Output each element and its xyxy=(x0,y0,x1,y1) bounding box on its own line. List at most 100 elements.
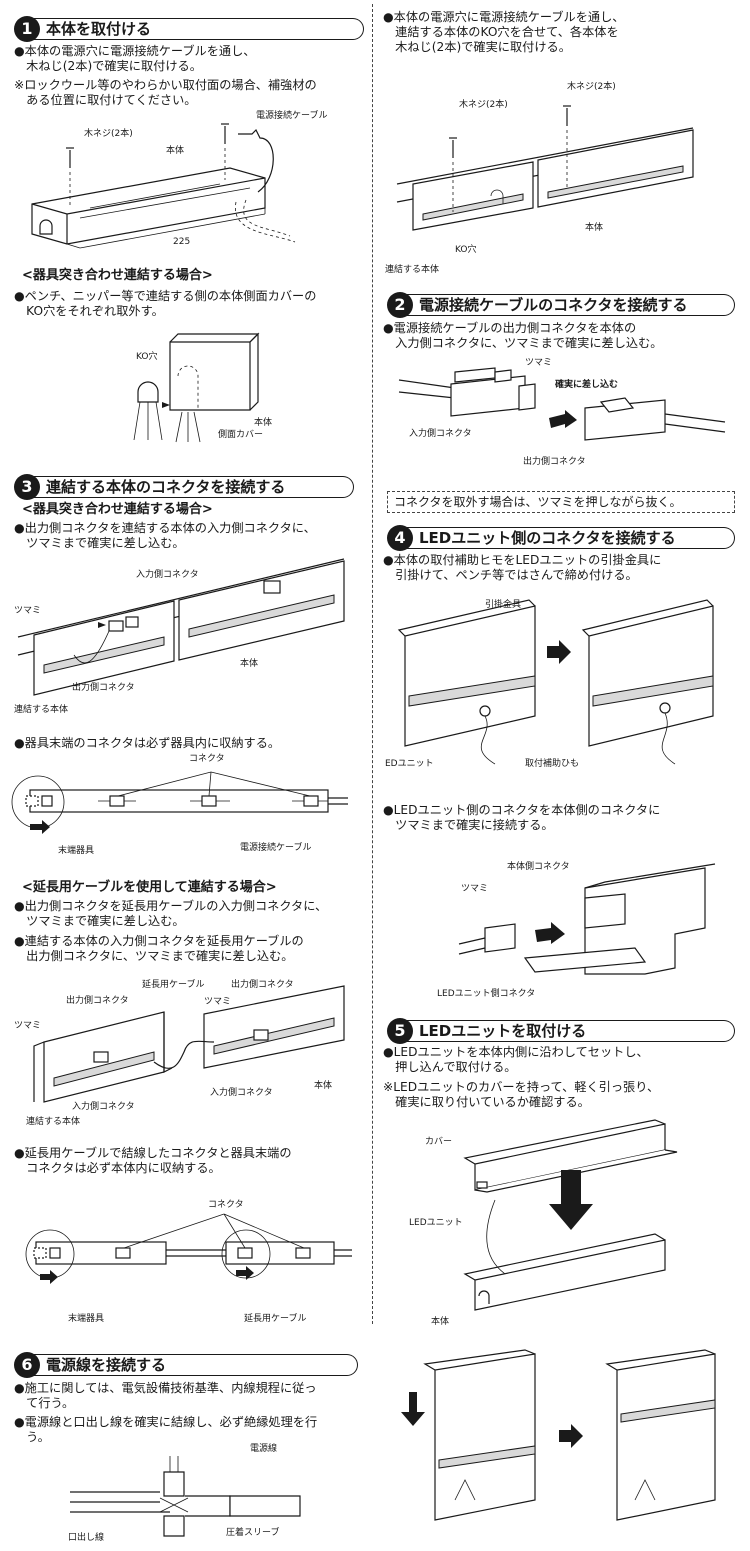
s1-note-1: ※ロックウール等のやわらかい取付面の場合、補強材の ある位置に取付けてください。 xyxy=(14,78,317,107)
section-1-title: 本体を取付ける xyxy=(46,20,152,38)
label-body-6: 本体 xyxy=(431,1317,450,1327)
figure-extension-cable xyxy=(33,985,345,1103)
label-joined-body-3: 連結する本体 xyxy=(385,265,440,275)
section-4-header: 4 LEDユニット側のコネクタを接続する xyxy=(387,525,735,551)
label-joined-body-2: 連結する本体 xyxy=(26,1117,81,1127)
step-number-2: 2 xyxy=(387,292,413,318)
label-input-connector: 入力側コネクタ xyxy=(136,570,199,580)
step-number-3: 3 xyxy=(14,474,40,500)
label-insert-firmly: 確実に差し込む xyxy=(555,380,619,390)
section-6-title: 電源線を接続する xyxy=(46,1356,167,1374)
label-wood-screw: 木ネジ(2本) xyxy=(84,129,133,139)
screw-icon xyxy=(221,123,229,180)
section-5-header: 5 LEDユニットを取付ける xyxy=(387,1018,735,1044)
label-joined-body: 連結する本体 xyxy=(14,705,69,715)
figure-mount-led-unit xyxy=(463,1119,678,1311)
figure-terminal-extension xyxy=(25,1213,352,1284)
label-body-4: 本体 xyxy=(314,1081,333,1091)
label-knob-a: ツマミ xyxy=(14,1021,42,1031)
r1-bullet: ●本体の電源穴に電源接続ケーブルを通し、 連結する本体のKO穴を合せて、各本体を… xyxy=(383,10,625,54)
s3-bullet-2: ●器具末端のコネクタは必ず器具内に収納する。 xyxy=(14,736,281,750)
figure-terminal-connector xyxy=(11,771,348,834)
label-ko-hole: KO穴 xyxy=(136,352,158,362)
s1-subheading: <器具突き合わせ連結する場合> xyxy=(22,268,213,283)
label-led-connector: LEDユニット側コネクタ xyxy=(437,989,536,999)
figure-ko-hole xyxy=(133,332,260,443)
label-cover: カバー xyxy=(425,1137,453,1147)
label-extension-cable: 延長用ケーブル xyxy=(142,980,205,990)
section-3-header: 3 連結する本体のコネクタを接続する xyxy=(14,474,354,500)
screw-icon xyxy=(66,147,74,208)
section-3-title: 連結する本体のコネクタを接続する xyxy=(46,478,286,496)
label-knob-2: ツマミ xyxy=(525,358,553,368)
step-number-6: 6 xyxy=(14,1352,40,1378)
step-number-4: 4 xyxy=(387,525,413,551)
label-connector: コネクタ xyxy=(189,754,225,764)
label-crimp-sleeve: 圧着スリーブ xyxy=(226,1528,280,1538)
s3-bullet-5: ●延長用ケーブルで結線したコネクタと器具末端の コネクタは必ず本体内に収納する。 xyxy=(14,1146,292,1175)
label-extension-cable-2: 延長用ケーブル xyxy=(244,1314,307,1324)
label-body: 本体 xyxy=(166,146,185,156)
section-4-title: LEDユニット側のコネクタを接続する xyxy=(419,529,676,547)
s3-subheading-2: <延長用ケーブルを使用して連結する場合> xyxy=(22,880,277,895)
label-power-cable-2: 電源接続ケーブル xyxy=(240,843,312,853)
s4-bullet-2: ●LEDユニット側のコネクタを本体側のコネクタに ツマミまで確実に接続する。 xyxy=(383,803,661,832)
label-input-connector-b: 入力側コネクタ xyxy=(210,1088,273,1098)
note-remove-connector: コネクタを取外す場合は、ツマミを押しながら抜く。 xyxy=(387,491,735,513)
step-number-1: 1 xyxy=(14,16,40,42)
figure-led-connector xyxy=(458,863,716,975)
label-hook: 引掛金具 xyxy=(485,600,522,610)
s5-bullet: ●LEDユニットを本体内側に沿わしてセットし、 押し込んで取付ける。 xyxy=(383,1045,649,1074)
label-led-unit-2: LEDユニット xyxy=(409,1218,463,1228)
screw-icon xyxy=(449,137,457,212)
s1-bullet-2: ●ペンチ、ニッパー等で連結する側の本体側面カバーの KO穴をそれぞれ取外す。 xyxy=(14,289,317,318)
label-support-cord: 取付補助ひも xyxy=(525,759,580,769)
s2-bullet: ●電源接続ケーブルの出力側コネクタを本体の 入力側コネクタに、ツマミまで確実に差… xyxy=(383,321,663,350)
label-end-fixture-2: 末端器具 xyxy=(68,1314,105,1324)
figure-wiring-sleeve xyxy=(70,1456,301,1537)
figure-press-fit xyxy=(401,1349,716,1521)
label-knob-b: ツマミ xyxy=(204,997,232,1007)
label-lead-wire: 口出し線 xyxy=(68,1533,105,1543)
figure-hook-cord xyxy=(397,599,714,765)
figure-connect-bodies xyxy=(17,558,345,696)
figure-install-body xyxy=(31,123,296,249)
s6-bullet-1: ●施工に関しては、電気設備技術基準、内線規程に従っ て行う。 xyxy=(14,1381,317,1410)
label-body-5: 本体 xyxy=(585,223,604,233)
label-input-connector-a: 入力側コネクタ xyxy=(72,1102,135,1112)
section-2-title: 電源接続ケーブルのコネクタを接続する xyxy=(419,296,688,314)
s1-bullet-1: ●本体の電源穴に電源接続ケーブルを通し、 木ねじ(2本)で確実に取付ける。 xyxy=(14,44,256,73)
screw-icon xyxy=(563,105,571,190)
s6-bullet-2: ●電源線と口出し線を確実に結線し、必ず絶縁処理を行 う。 xyxy=(14,1415,318,1444)
s3-subheading-1: <器具突き合わせ連結する場合> xyxy=(22,502,213,517)
s4-bullet-1: ●本体の取付補助ヒモをLEDユニットの引掛金具に 引掛けて、ペンチ等ではさんで締… xyxy=(383,553,662,582)
label-output-connector-2: 出力側コネクタ xyxy=(523,457,586,467)
label-ko-hole-2: KO穴 xyxy=(455,245,477,255)
label-end-fixture: 末端器具 xyxy=(58,846,95,856)
label-connector-2: コネクタ xyxy=(208,1200,244,1210)
column-divider xyxy=(372,4,373,1324)
label-power-line: 電源線 xyxy=(250,1444,278,1454)
label-output-connector-b: 出力側コネクタ xyxy=(231,980,294,990)
label-body-3: 本体 xyxy=(240,659,259,669)
s3-bullet-3: ●出力側コネクタを延長用ケーブルの入力側コネクタに、 ツマミまで確実に差し込む。 xyxy=(14,899,328,928)
label-wood-screw-a: 木ネジ(2本) xyxy=(459,100,508,110)
section-1-header: 1 本体を取付ける xyxy=(14,16,364,42)
figure-joined-install xyxy=(396,105,694,231)
section-6-header: 6 電源線を接続する xyxy=(14,1352,358,1378)
section-5-title: LEDユニットを取付ける xyxy=(419,1022,587,1040)
label-input-connector-2: 入力側コネクタ xyxy=(409,429,472,439)
step-number-5: 5 xyxy=(387,1018,413,1044)
label-body-2: 本体 xyxy=(254,418,273,428)
label-power-cable: 電源接続ケーブル xyxy=(256,111,328,121)
label-knob-3: ツマミ xyxy=(461,884,489,894)
section-2-header: 2 電源接続ケーブルのコネクタを接続する xyxy=(387,292,735,318)
label-wood-screw-b: 木ネジ(2本) xyxy=(567,82,616,92)
s3-bullet-4: ●連結する本体の入力側コネクタを延長用ケーブルの 出力側コネクタに、ツマミまで確… xyxy=(14,934,304,963)
label-output-connector: 出力側コネクタ xyxy=(72,683,135,693)
label-output-connector-a: 出力側コネクタ xyxy=(66,996,129,1006)
label-led-unit: EDユニット xyxy=(385,759,434,769)
label-body-connector: 本体側コネクタ xyxy=(507,862,570,872)
label-knob: ツマミ xyxy=(14,606,42,616)
label-side-cover: 側面カバー xyxy=(218,430,264,440)
